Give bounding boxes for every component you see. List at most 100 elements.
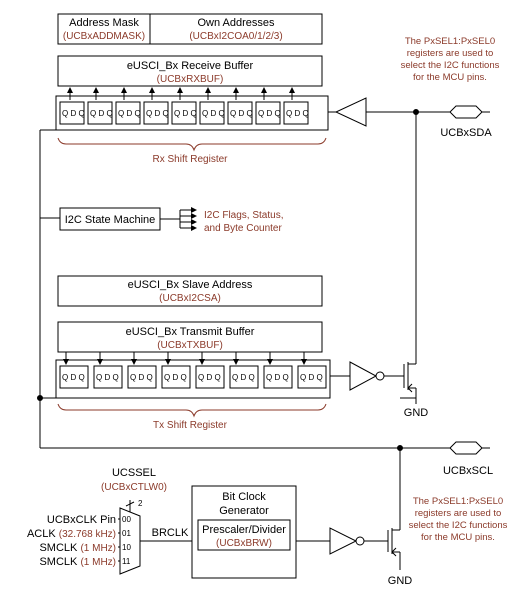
scl-note-line-4: for the MCU pins.: [421, 532, 495, 543]
own-addresses-register: (UCBxI2COA0/1/2/3): [189, 31, 282, 42]
tx-flipflop-0: Q D Q: [59, 365, 89, 389]
sda-note: The PxSEL1:PxSEL0 registers are used to …: [401, 36, 500, 83]
ucssel-width: 2: [138, 499, 143, 508]
ucssel-register: (UCBxCTLW0): [101, 482, 167, 493]
state-machine-block: I2C State Machine I2C Flags, Status, and…: [59, 207, 283, 234]
clock-input-2-freq: (1 MHz): [80, 543, 116, 554]
slave-address-title: eUSCI_Bx Slave Address: [128, 279, 253, 291]
transmit-buffer-title: eUSCI_Bx Transmit Buffer: [126, 326, 255, 338]
tx-flipflop-label-7: Q D Q: [300, 373, 323, 382]
brclk-label: BRCLK: [152, 527, 189, 539]
bit-clock-title-1: Bit Clock: [222, 491, 266, 503]
bit-clock-generator: Bit Clock Generator Prescaler/Divider (U…: [191, 485, 297, 579]
sda-note-line-2: registers are used to: [407, 48, 494, 59]
rx-flipflop-label-5: Q D Q: [202, 109, 225, 118]
clock-select-mux: 2 00 01 10 11: [119, 499, 143, 575]
tx-flipflop-label-1: Q D Q: [96, 373, 119, 382]
clock-inputs: [118, 518, 120, 562]
tx-flipflop-label-2: Q D Q: [130, 373, 153, 382]
rx-flipflop-7: Q D Q: [255, 101, 281, 125]
rx-flipflop-0: Q D Q: [59, 101, 85, 125]
clock-input-3: SMCLK (1 MHz): [39, 556, 116, 568]
tx-flipflop-2: Q D Q: [127, 365, 157, 389]
tx-flipflop-label-6: Q D Q: [266, 373, 289, 382]
ucssel-title: UCSSEL: [112, 467, 156, 479]
slave-address-register: (UCBxI2CSA): [159, 293, 221, 304]
tx-shift-label: Tx Shift Register: [153, 420, 228, 431]
mux-code-00: 00: [122, 515, 131, 524]
tx-flipflop-4: Q D Q: [195, 365, 225, 389]
clock-input-1-freq: (32.768 kHz): [59, 529, 116, 540]
scl-note-line-3: select the I2C functions: [409, 520, 508, 531]
tx-flipflop-label-5: Q D Q: [232, 373, 255, 382]
clock-input-2: SMCLK (1 MHz): [39, 542, 116, 554]
state-machine-outputs-1: I2C Flags, Status,: [204, 210, 283, 221]
rx-flipflop-1: Q D Q: [87, 101, 113, 125]
tx-buffer-arrows: [63, 352, 307, 365]
rx-flipflop-2: Q D Q: [115, 101, 141, 125]
sda-label: UCBxSDA: [440, 127, 492, 139]
sda-output-driver: [330, 358, 417, 404]
tx-flipflop-6: Q D Q: [263, 365, 293, 389]
tx-flipflop-7: Q D Q: [297, 365, 327, 389]
rx-flipflop-label-0: Q D Q: [62, 109, 85, 118]
receive-buffer-title: eUSCI_Bx Receive Buffer: [127, 60, 254, 72]
gnd-label-scl: GND: [388, 575, 413, 587]
sda-pin-icon: [449, 105, 490, 119]
transmit-buffer-block: eUSCI_Bx Transmit Buffer (UCBxTXBUF): [57, 321, 323, 353]
receive-buffer-block: eUSCI_Bx Receive Buffer (UCBxRXBUF): [57, 55, 323, 87]
scl-note-line-2: registers are used to: [415, 508, 502, 519]
tx-flipflop-label-4: Q D Q: [198, 373, 221, 382]
clock-input-3-name: SMCLK: [39, 556, 78, 568]
prescaler-register: (UCBxBRW): [216, 538, 272, 549]
gnd-label-sda: GND: [404, 407, 429, 419]
mux-code-01: 01: [122, 529, 131, 538]
scl-output-driver: [296, 524, 401, 570]
scl-bus-line: [40, 445, 450, 524]
rx-flipflop-label-8: Q D Q: [286, 109, 309, 118]
address-mask-title: Address Mask: [69, 17, 139, 29]
own-addresses-block: Own Addresses (UCBxI2COA0/1/2/3): [149, 13, 323, 45]
rx-flipflop-label-3: Q D Q: [146, 109, 169, 118]
sda-input-buffer: [328, 97, 450, 127]
mux-code-11: 11: [122, 557, 131, 566]
tx-flipflop-label-0: Q D Q: [62, 373, 85, 382]
rx-flipflop-label-1: Q D Q: [90, 109, 113, 118]
sda-note-line-1: The PxSEL1:PxSEL0: [405, 36, 495, 47]
rx-flipflop-4: Q D Q: [171, 101, 197, 125]
rx-flipflop-8: Q D Q: [283, 101, 309, 125]
rx-flipflop-label-2: Q D Q: [118, 109, 141, 118]
rx-buffer-arrows: [67, 87, 295, 100]
clock-input-1: ACLK (32.768 kHz): [27, 528, 116, 540]
rx-flipflop-5: Q D Q: [199, 101, 225, 125]
rx-flipflop-label-6: Q D Q: [230, 109, 253, 118]
state-machine-title: I2C State Machine: [65, 214, 156, 226]
clock-input-0-name: UCBxCLK Pin: [47, 514, 116, 526]
tx-flipflop-3: Q D Q: [161, 365, 191, 389]
tx-flipflop-label-3: Q D Q: [164, 373, 187, 382]
mux-code-10: 10: [122, 543, 131, 552]
sda-note-line-4: for the MCU pins.: [413, 72, 487, 83]
rx-flipflop-label-4: Q D Q: [174, 109, 197, 118]
rx-flipflop-6: Q D Q: [227, 101, 253, 125]
scl-label: UCBxSCL: [443, 465, 493, 477]
prescaler-block: [197, 519, 291, 551]
own-addresses-title: Own Addresses: [197, 17, 275, 29]
transmit-buffer-register: (UCBxTXBUF): [157, 340, 223, 351]
scl-note-line-1: The PxSEL1:PxSEL0: [413, 496, 503, 507]
slave-address-block: eUSCI_Bx Slave Address (UCBxI2CSA): [57, 275, 323, 307]
rx-flipflop-3: Q D Q: [143, 101, 169, 125]
rx-shift-label: Rx Shift Register: [152, 154, 228, 165]
scl-note: The PxSEL1:PxSEL0 registers are used to …: [409, 496, 508, 543]
state-machine-outputs-2: and Byte Counter: [204, 223, 282, 234]
tx-flipflop-1: Q D Q: [93, 365, 123, 389]
receive-buffer-register: (UCBxRXBUF): [157, 74, 224, 85]
bit-clock-title-2: Generator: [219, 505, 269, 517]
scl-pin-icon: [449, 441, 490, 455]
rx-flipflop-label-7: Q D Q: [258, 109, 281, 118]
clock-input-1-name: ACLK: [27, 528, 56, 540]
tx-flipflop-5: Q D Q: [229, 365, 259, 389]
clock-input-0: UCBxCLK Pin: [47, 514, 116, 526]
